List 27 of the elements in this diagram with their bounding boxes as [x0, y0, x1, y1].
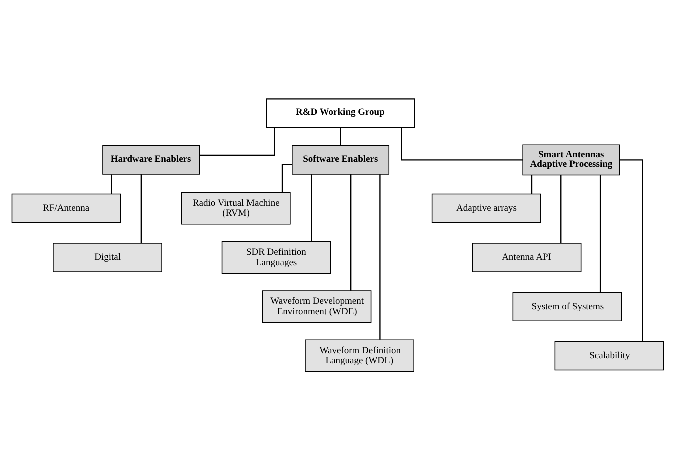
- node-box: Radio Virtual Machine (RVM): [181, 192, 291, 225]
- node-box: Hardware Enablers: [102, 146, 200, 175]
- node-box: Waveform Development Environment (WDE): [262, 290, 372, 324]
- connector: [600, 175, 602, 292]
- node-box: Adaptive arrays: [432, 194, 542, 224]
- connector: [200, 128, 276, 156]
- node-box: Digital: [53, 243, 162, 272]
- node-box: Waveform Definition Language (WDL): [305, 340, 414, 372]
- connector: [401, 128, 523, 161]
- connector: [531, 176, 533, 194]
- connector: [140, 174, 142, 244]
- connector: [340, 128, 342, 146]
- connector: [282, 164, 292, 193]
- node-box: R&D Working Group: [266, 98, 416, 128]
- node-box: System of Systems: [512, 292, 622, 322]
- node-box: Smart Antennas Adaptive Processing: [522, 144, 620, 176]
- connector: [111, 174, 112, 194]
- connector: [560, 175, 562, 244]
- connector: [620, 160, 644, 342]
- node-box: Scalability: [554, 341, 664, 371]
- connector: [311, 174, 312, 242]
- node-box: SDR Definition Languages: [222, 241, 332, 274]
- connector: [380, 174, 381, 340]
- connector: [350, 174, 352, 291]
- node-box: RF/Antenna: [12, 194, 122, 224]
- node-box: Antenna API: [472, 243, 582, 272]
- node-box: Software Enablers: [292, 146, 390, 175]
